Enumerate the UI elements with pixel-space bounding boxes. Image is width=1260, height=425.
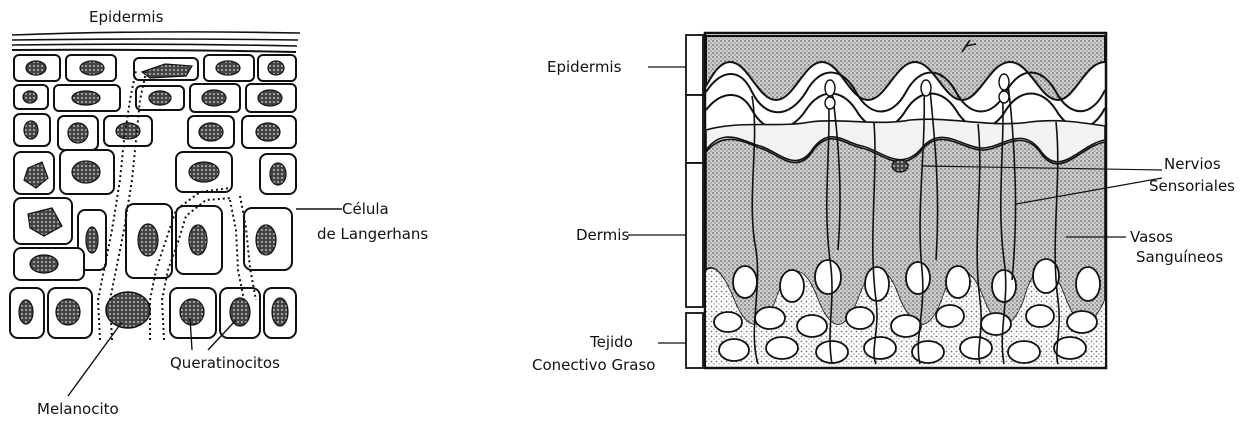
melanocito-label: Melanocito [37, 400, 119, 418]
dermis-label: Dermis [576, 226, 629, 244]
stratum-corneum [12, 32, 300, 52]
right-skin-section-diagram: Epidermis Dermis Tejido Conectivo Graso … [532, 33, 1235, 374]
langerhans-label-line2: de Langerhans [317, 225, 428, 243]
right-epidermis-label: Epidermis [547, 58, 622, 76]
tejido-label-line2: Conectivo Graso [532, 356, 655, 374]
layer-bracket [686, 35, 703, 368]
tejido-label-line1: Tejido [589, 333, 633, 351]
vasos-label-line1: Vasos [1130, 228, 1173, 246]
langerhans-label-line1: Célula [342, 200, 389, 218]
nervios-label-line2: Sensoriales [1149, 177, 1235, 195]
left-epidermis-label: Epidermis [89, 8, 164, 26]
melanocyte-cell [106, 292, 150, 328]
left-epidermis-diagram: Epidermis Célula de Langerhans Queratino… [10, 8, 428, 418]
vasos-label-line2: Sanguíneos [1136, 248, 1223, 266]
nervios-label-line1: Nervios [1164, 155, 1221, 173]
queratinocitos-label: Queratinocitos [170, 354, 280, 372]
nerve-ending-dark [892, 160, 908, 172]
